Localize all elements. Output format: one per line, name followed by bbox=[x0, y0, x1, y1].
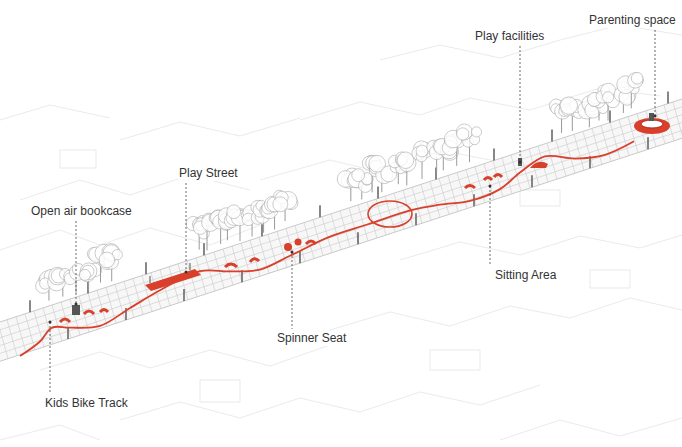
callout-label: Play Street bbox=[178, 166, 239, 181]
paving-line bbox=[0, 323, 8, 359]
bollard bbox=[493, 148, 494, 160]
paving-line bbox=[592, 128, 602, 164]
paving-line bbox=[349, 208, 359, 244]
trees bbox=[36, 72, 644, 300]
callout-label: Open air bookcase bbox=[30, 204, 133, 219]
paving-line bbox=[421, 184, 431, 220]
paving-line bbox=[223, 249, 233, 285]
callout-label: Parenting space bbox=[588, 13, 677, 28]
street-band bbox=[0, 92, 682, 365]
bollard bbox=[299, 251, 300, 263]
play-street-mat bbox=[145, 269, 201, 291]
leader-dots bbox=[49, 115, 657, 324]
bollard bbox=[203, 243, 204, 255]
street-furniture bbox=[60, 113, 670, 322]
paving-line bbox=[502, 158, 512, 194]
paving-line bbox=[673, 102, 682, 138]
paving-line bbox=[619, 120, 629, 156]
round-plaza bbox=[368, 201, 412, 227]
play-facility bbox=[530, 162, 548, 168]
kids-bike-track bbox=[20, 141, 634, 356]
bollard bbox=[551, 129, 552, 141]
paving-line bbox=[133, 279, 143, 315]
tree bbox=[596, 83, 619, 120]
sitting-area bbox=[465, 175, 502, 189]
bollard bbox=[145, 262, 146, 274]
paving-line bbox=[0, 100, 682, 335]
paving-line bbox=[412, 187, 422, 223]
paving-line bbox=[322, 217, 332, 253]
tree bbox=[79, 263, 101, 291]
bollard bbox=[319, 205, 320, 217]
bollard bbox=[29, 300, 30, 312]
paving-line bbox=[313, 220, 323, 256]
paving-line bbox=[583, 131, 593, 167]
paving-line bbox=[25, 314, 35, 350]
tree bbox=[456, 124, 481, 162]
paving-line bbox=[52, 305, 62, 341]
bollard bbox=[667, 92, 668, 104]
tree bbox=[273, 190, 298, 221]
paving-line bbox=[331, 214, 341, 250]
bollard bbox=[531, 175, 532, 187]
paving-line bbox=[565, 137, 575, 173]
paving-line bbox=[43, 308, 53, 344]
red-track-line bbox=[20, 141, 634, 356]
bollard bbox=[183, 289, 184, 301]
tree bbox=[99, 244, 122, 282]
building-outlines bbox=[0, 25, 682, 440]
paving-line bbox=[0, 122, 682, 357]
bollard bbox=[647, 137, 648, 149]
callout-label: Kids Bike Track bbox=[44, 396, 129, 411]
paving-line bbox=[70, 299, 80, 335]
paving-line bbox=[520, 152, 530, 188]
paving-line bbox=[394, 193, 404, 229]
leader-lines bbox=[50, 30, 655, 393]
paving-line bbox=[574, 134, 584, 170]
paving-line bbox=[439, 178, 449, 214]
spinner-seat bbox=[284, 243, 292, 251]
bollard bbox=[67, 327, 68, 339]
callout-label: Sitting Area bbox=[494, 268, 557, 283]
paving-line bbox=[205, 255, 215, 291]
paving-line bbox=[430, 181, 440, 217]
paving-line bbox=[376, 199, 386, 235]
bollard bbox=[415, 213, 416, 225]
bollard bbox=[357, 232, 358, 244]
bookcase bbox=[72, 305, 80, 315]
paving-line bbox=[7, 320, 17, 356]
paving-line bbox=[0, 108, 682, 343]
street-surface bbox=[0, 93, 682, 364]
tree bbox=[348, 169, 373, 200]
bollard bbox=[609, 111, 610, 123]
paving-line bbox=[142, 276, 152, 312]
paving-line bbox=[358, 205, 368, 241]
paving-line bbox=[448, 176, 458, 212]
bollard bbox=[261, 224, 262, 236]
tree bbox=[617, 72, 644, 108]
callout-label: Play facilities bbox=[474, 29, 545, 44]
paving-line bbox=[16, 317, 26, 353]
bollard bbox=[377, 186, 378, 198]
paving-line bbox=[340, 211, 350, 247]
paving-line bbox=[547, 143, 557, 179]
callout-label: Spinner Seat bbox=[276, 331, 347, 346]
